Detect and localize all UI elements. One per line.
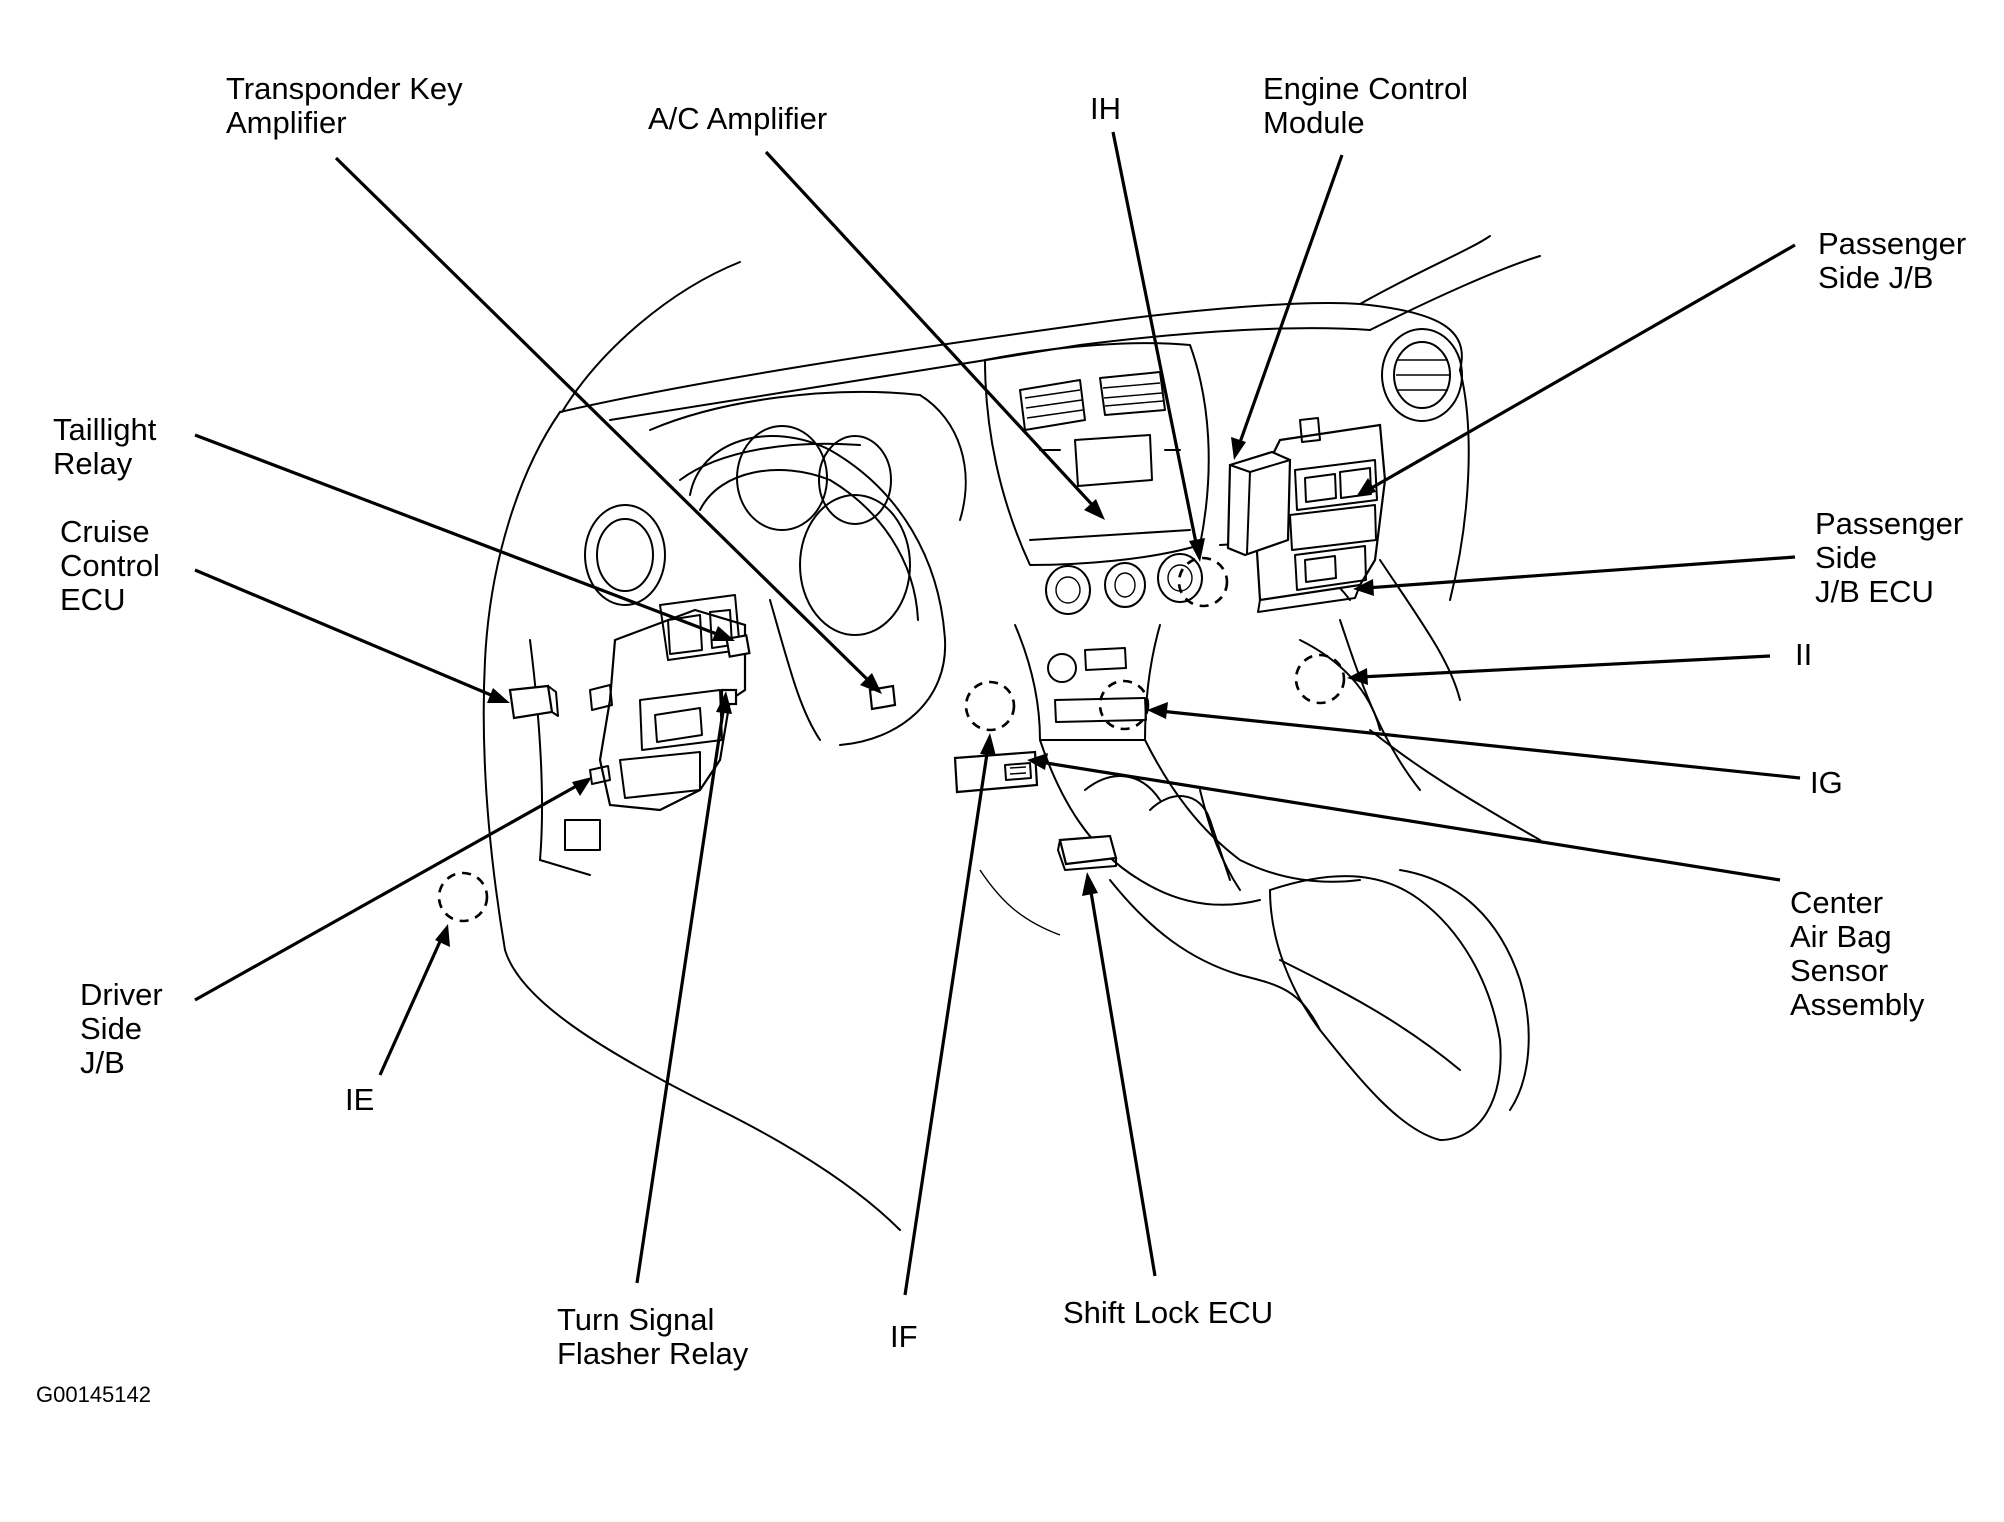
- label-passenger-side-jb-ecu: Passenger Side J/B ECU: [1815, 506, 1964, 609]
- driver-side-jb-drawing: [589, 594, 751, 812]
- label-if: IF: [890, 1319, 918, 1354]
- ih-location-circle: [1177, 556, 1229, 608]
- label-ie: IE: [345, 1082, 375, 1117]
- label-shift-lock-ecu: Shift Lock ECU: [1063, 1295, 1274, 1330]
- label-ac-amplifier: A/C Amplifier: [648, 101, 828, 136]
- label-taillight-relay: Taillight Relay: [53, 412, 157, 481]
- label-ig: IG: [1810, 765, 1843, 800]
- leader-lines: [194, 131, 1801, 1296]
- engine-control-module-drawing: [1226, 450, 1292, 557]
- center-air-bag-sensor-drawing: [953, 750, 1039, 794]
- label-driver-side-jb: Driver Side J/B: [80, 977, 163, 1080]
- if-location-circle: [964, 680, 1016, 732]
- label-ii: II: [1795, 637, 1813, 672]
- label-cruise-control-ecu: Cruise Control ECU: [60, 514, 160, 617]
- label-passenger-side-jb: Passenger Side J/B: [1818, 226, 1967, 295]
- label-center-air-bag-sensor-assembly: Center Air Bag Sensor Assembly: [1790, 885, 1925, 1022]
- ig-location-circle: [1098, 679, 1150, 731]
- figure-code: G00145142: [36, 1382, 151, 1407]
- label-engine-control-module: Engine Control Module: [1263, 71, 1469, 140]
- ie-location-circle: [437, 871, 489, 923]
- shift-lock-ecu-drawing: [1057, 834, 1118, 871]
- ii-location-circle: [1294, 653, 1346, 705]
- label-turn-signal-flasher-relay: Turn Signal Flasher Relay: [557, 1302, 749, 1371]
- label-ih: IH: [1090, 91, 1121, 126]
- label-transponder-key-amplifier: Transponder Key Amplifier: [226, 71, 463, 140]
- transponder-key-amplifier-drawing: [868, 684, 897, 711]
- cruise-control-ecu-drawing: [508, 684, 559, 720]
